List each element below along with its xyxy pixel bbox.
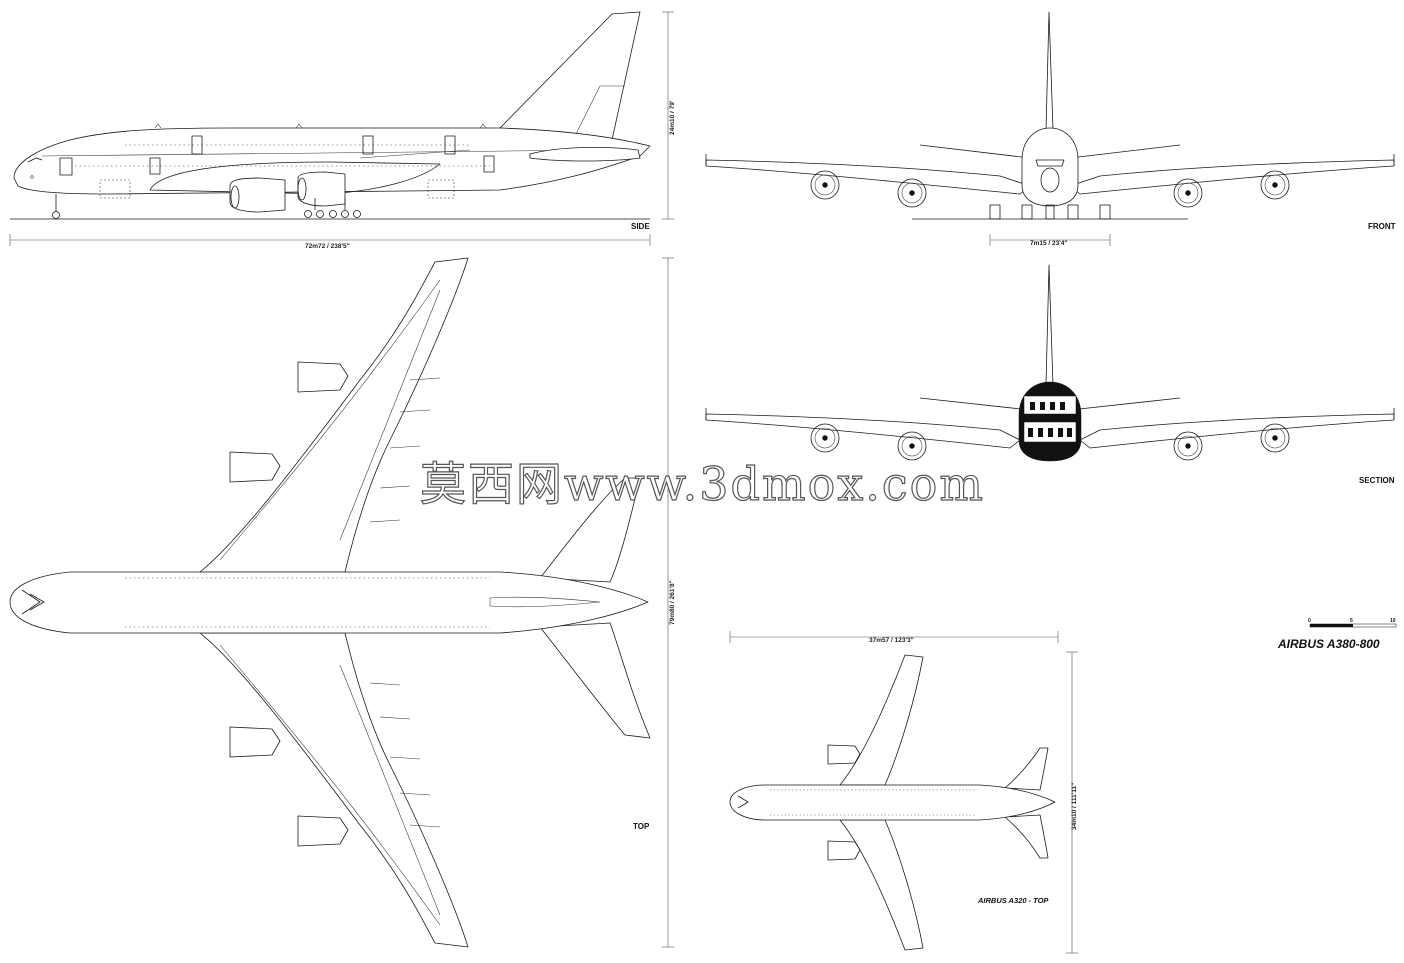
drawing-title: AIRBUS A380-800 (1277, 637, 1380, 651)
front-gear-text: 7m15 / 23'4" (1030, 240, 1068, 247)
side-length-dimension (9, 234, 651, 246)
top-span-text: 79m80 / 261'8" (669, 580, 676, 625)
front-view (705, 11, 1395, 220)
scale-mark-10: 10 (1390, 618, 1396, 624)
front-gear-dimension (989, 234, 1111, 246)
scale-bar (1309, 623, 1397, 628)
section-label: SECTION (1359, 476, 1395, 485)
front-engine-4 (1260, 170, 1290, 200)
section-engine-3 (1173, 431, 1203, 461)
side-height-dimension (662, 11, 674, 220)
a320-span-text: 34m10 / 111'11" (1071, 783, 1078, 830)
a320-top-view (729, 654, 1056, 951)
top-span-dimension (662, 257, 674, 948)
a320-span-dimension (1066, 651, 1078, 954)
watermark: 莫西网www.3dmox.com (420, 457, 985, 511)
section-engine-2 (897, 431, 927, 461)
scale-mark-0: 0 (1308, 618, 1311, 624)
front-engine-2 (897, 178, 927, 208)
side-length-text: 72m72 / 238'5" (305, 243, 350, 250)
section-engine-4 (1260, 423, 1290, 453)
scale-mark-5: 5 (1350, 618, 1353, 624)
side-view (10, 11, 651, 220)
top-label: TOP (633, 822, 650, 831)
front-engine-1 (810, 170, 840, 200)
a320-title: AIRBUS A320 - TOP (977, 896, 1049, 905)
side-label: SIDE (631, 222, 650, 231)
section-engine-1 (810, 423, 840, 453)
side-height-text: 24m10 / 79' (669, 100, 676, 135)
a320-length-text: 37m57 / 123'3" (869, 637, 914, 644)
section-view (705, 264, 1395, 462)
top-view (9, 257, 651, 948)
front-label: FRONT (1368, 222, 1396, 231)
front-engine-3 (1173, 178, 1203, 208)
a320-length-dimension (729, 631, 1059, 643)
